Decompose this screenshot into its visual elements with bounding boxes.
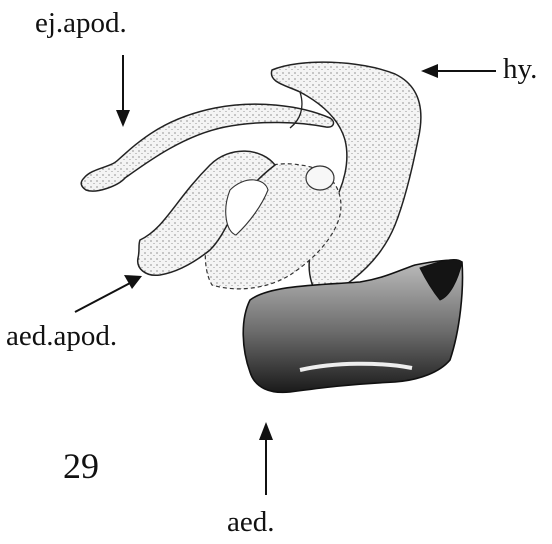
label-aed: aed. [227,508,275,537]
label-ej-apod: ej.apod. [35,9,127,38]
label-hy: hy. [503,55,537,84]
arrow-ej-apod [116,55,130,127]
arrow-aed-apod [75,275,142,312]
arrow-aed [259,422,273,495]
label-aed-apod: aed.apod. [6,322,117,351]
body-aperture [306,166,334,190]
figure-number: 29 [63,448,99,484]
arrow-hy [421,64,496,78]
